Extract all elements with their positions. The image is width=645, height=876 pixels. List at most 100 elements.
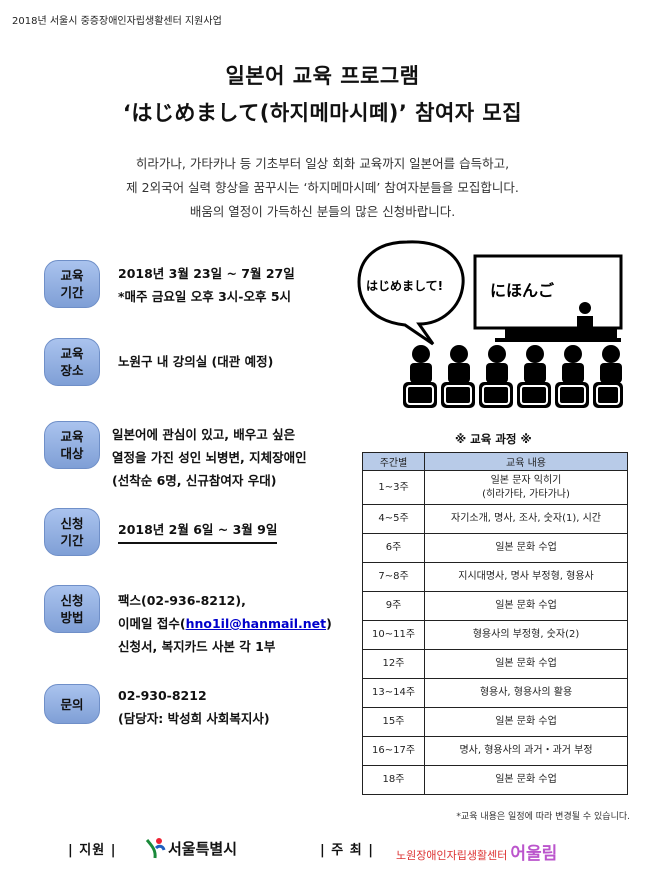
top-note: 2018년 서울시 중증장애인자립생활센터 지원사업 [12,16,222,27]
week-cell: 4~5주 [362,504,425,534]
support-label: | 지원 | [68,843,117,858]
content-cell: 형용사의 부정형, 숫자(2) [424,620,628,650]
email-link[interactable]: hno1il@hanmail.net [185,616,327,631]
content-cell: 일본 문화 수업 [424,533,628,563]
bubble-text: はじめまして! [366,279,443,293]
badge-label: 교육 [60,268,84,283]
target-line: 일본어에 관심이 있고, 배우고 싶은 [112,427,296,442]
curriculum-table: 주간별 교육 내용 1~3주 일본 문자 익히기 (히라가타, 가타가나) 4~5… [362,452,628,795]
col-header-week: 주간별 [362,452,425,471]
content-cell: 지시대명사, 명사 부정형, 형용사 [424,562,628,592]
week-cell: 18주 [362,765,425,795]
students-row-1 [410,345,622,383]
host-org-brand: 어울림 [510,844,558,864]
period-info: 2018년 3월 23일 ~ 7월 27일 *매주 금요일 오후 3시-오후 5… [118,262,295,308]
contact-phone: 02-930-8212 [118,688,207,703]
week-cell: 10~11주 [362,620,425,650]
curriculum-title: ※ 교육 과정 ※ [455,432,532,446]
content-cell: 일본 문자 익히기 (히라가타, 가타가나) [424,470,628,505]
content-line: 일본 문자 익히기 [490,474,562,486]
content-cell: 명사, 형용사의 과거・과거 부정 [424,736,628,766]
content-cell: 형용사, 형용사의 활용 [424,678,628,708]
seoul-logo-text: 서울특별시 [168,839,238,858]
email-prefix: 이메일 접수( [118,616,186,631]
content-line: (히라가타, 가타가나) [482,488,570,500]
week-cell: 7~8주 [362,562,425,592]
intro-line: 배움의 열정이 가득하신 분들의 많은 신청바랍니다. [189,204,456,219]
badge-label: 신청 [60,593,84,608]
place-text: 노원구 내 강의실 (대관 예정) [118,354,274,369]
apply-method-info: 팩스(02-936-8212), 이메일 접수(hno1il@hanmail.n… [118,589,332,658]
apply-email-line: 이메일 접수(hno1il@hanmail.net) [118,612,332,635]
badge-contact: 문의 [44,684,100,724]
week-cell: 6주 [362,533,425,563]
badge-label: 신청 [60,516,84,531]
host-org-name: 노원장애인자립생활센터 [396,849,508,862]
teacher-body [577,316,593,328]
week-cell: 1~3주 [362,470,425,505]
col-header-content: 교육 내용 [424,452,628,471]
classroom-drawing: はじめまして! にほんご [357,240,623,408]
target-line: 열정을 가진 성인 뇌병변, 지체장애인 [112,450,307,465]
target-line: (선착순 6명, 신규참여자 우대) [112,473,277,488]
apply-period-dates: 2018년 2월 6일 ~ 3월 9일 [118,518,278,544]
apply-docs: 신청서, 복지카드 사본 각 1부 [118,639,276,654]
intro-text: 히라가나, 가타카나 등 기초부터 일상 회화 교육까지 일본어를 습득하고, … [0,152,645,224]
table-header-row: 주간별 교육 내용 [362,452,628,471]
place-info: 노원구 내 강의실 (대관 예정) [118,350,273,373]
page-title: 일본어 교육 프로그램 [225,64,420,88]
apply-period-info: 2018년 2월 6일 ~ 3월 9일 [118,518,278,544]
content-cell: 일본 문화 수업 [424,591,628,621]
intro-line: 히라가나, 가타카나 등 기초부터 일상 회화 교육까지 일본어를 습득하고, [135,156,510,171]
badge-label: 교육 [60,346,84,361]
week-cell: 12주 [362,649,425,679]
desk-edge [495,338,621,342]
badge-label: 기간 [60,533,84,548]
page-subtitle: ‘はじめまして(하지메마시떼)’ 참여자 모집 [122,101,523,125]
seoul-logo: 서울특별시 [144,836,237,860]
students-row-2 [403,382,623,408]
badge-label: 교육 [60,429,84,444]
email-suffix: ) [326,616,332,631]
teacher-desk [505,328,617,340]
blackboard [473,254,623,330]
badge-label: 문의 [60,696,84,712]
contact-person: (담당자: 박성희 사회복지사) [118,711,270,726]
contact-info: 02-930-8212 (담당자: 박성희 사회복지사) [118,684,270,730]
table-row: 1~3주 일본 문자 익히기 (히라가타, 가타가나) [362,470,628,505]
week-cell: 9주 [362,591,425,621]
host-label: | 주 최 | [320,843,374,858]
seoul-logo-icon [145,838,166,859]
classroom-illustration: はじめまして! にほんご [355,232,625,416]
content-cell: 일본 문화 수업 [424,649,628,679]
content-cell: 자기소개, 명사, 조사, 숫자(1), 시간 [424,504,628,534]
chair-outlines [406,385,620,405]
badge-label: 대상 [60,446,84,461]
period-dates: 2018년 3월 23일 ~ 7월 27일 [118,266,295,281]
content-cell: 일본 문화 수업 [424,765,628,795]
week-cell: 16~17주 [362,736,425,766]
week-cell: 15주 [362,707,425,737]
board-text: にほんご [490,281,554,300]
apply-fax: 팩스(02-936-8212), [118,593,246,608]
period-time: *매주 금요일 오후 3시-오후 5시 [118,289,292,304]
badge-label: 방법 [60,610,84,625]
intro-line: 제 2외국어 실력 향상을 꿈꾸시는 ‘하지메마시떼’ 참여자분들을 모집합니다… [126,180,519,195]
speech-bubble [357,240,465,346]
